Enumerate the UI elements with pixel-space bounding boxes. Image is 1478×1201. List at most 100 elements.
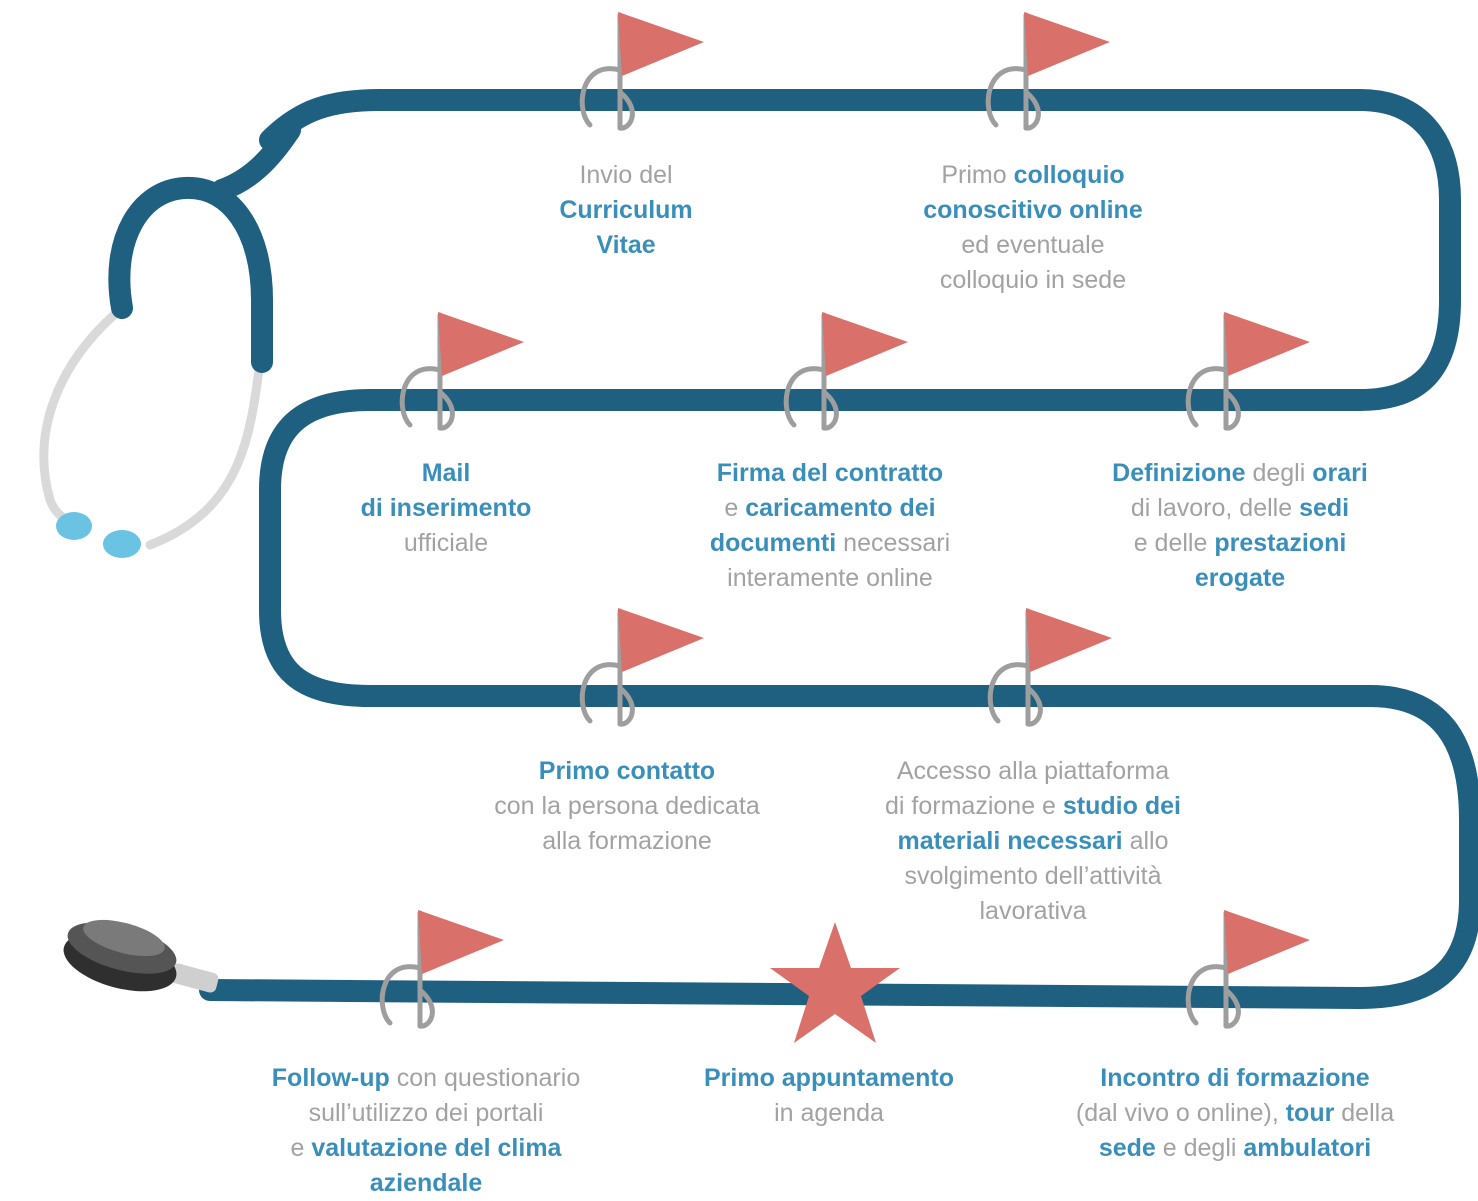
- step-line: sull’utilizzo dei portali: [226, 1096, 626, 1131]
- step-text: svolgimento dell’attività: [904, 862, 1162, 890]
- step-line: lavorativa: [850, 894, 1216, 929]
- step-line: svolgimento dell’attività: [850, 859, 1216, 894]
- step-line: Mail: [330, 456, 562, 491]
- step-text: della: [1334, 1099, 1395, 1127]
- step-text-bold: Definizione: [1112, 459, 1246, 487]
- step-text: in agenda: [774, 1099, 884, 1127]
- step-text-bold: ambulatori: [1243, 1134, 1372, 1162]
- step-line: di lavoro, delle sedi: [1070, 491, 1410, 526]
- step-text-bold: Primo appuntamento: [703, 1064, 954, 1092]
- step-line: Primo appuntamento: [670, 1061, 988, 1096]
- step-line: di formazione e studio dei: [850, 789, 1216, 824]
- step-text-bold: colloquio: [1013, 161, 1125, 189]
- step-text: ufficiale: [403, 529, 489, 557]
- step-line: (dal vivo o online), tour della: [1050, 1096, 1420, 1131]
- step-text: alla formazione: [542, 827, 712, 855]
- step-text: con questionario: [389, 1064, 581, 1092]
- step-line: Primo contatto: [460, 754, 794, 789]
- step-text-bold: di inserimento: [360, 494, 532, 522]
- step-line: in agenda: [670, 1096, 988, 1131]
- step-line: conoscitivo online: [880, 193, 1186, 228]
- step-text-bold: Mail: [421, 459, 471, 487]
- step-text: (dal vivo o online),: [1075, 1099, 1286, 1127]
- step-text-bold: Primo contatto: [538, 757, 716, 785]
- ear-tube-right: [145, 357, 265, 550]
- step-line: alla formazione: [460, 824, 794, 859]
- step-line: Firma del contratto: [670, 456, 990, 491]
- step-mail: Mail di inserimento ufficiale: [330, 456, 562, 561]
- step-appuntamento: Primo appuntamento in agenda: [670, 1061, 988, 1131]
- step-text: e delle: [1133, 529, 1215, 557]
- flag-icon: [987, 608, 1112, 727]
- step-text-bold: Follow-up: [271, 1064, 390, 1092]
- step-text-bold: materiali necessari: [897, 827, 1123, 855]
- step-line: con la persona dedicata: [460, 789, 794, 824]
- step-text-bold: orari: [1312, 459, 1368, 487]
- step-text: con la persona dedicata: [494, 792, 760, 820]
- step-line: di inserimento: [330, 491, 562, 526]
- step-text-bold: Curriculum: [559, 196, 693, 224]
- step-text-bold: valutazione del clima: [311, 1134, 562, 1162]
- step-line: Incontro di formazione: [1050, 1061, 1420, 1096]
- step-followup: Follow-up con questionario sull’utilizzo …: [226, 1061, 626, 1201]
- step-text: e: [724, 494, 746, 522]
- step-text: Invio del: [579, 161, 673, 189]
- step-line: Primo colloquio: [880, 158, 1186, 193]
- step-line: materiali necessari allo: [850, 824, 1216, 859]
- step-text: di lavoro, delle: [1130, 494, 1300, 522]
- step-line: Curriculum: [526, 193, 726, 228]
- flag-icon: [579, 12, 704, 131]
- step-text-bold: caricamento dei: [745, 494, 936, 522]
- step-line: sede e degli ambulatori: [1050, 1131, 1420, 1166]
- step-contatto: Primo contatto con la persona dedicata all…: [460, 754, 794, 859]
- step-text-bold: erogate: [1194, 564, 1286, 592]
- step-firma: Firma del contratto e caricamento dei docu…: [670, 456, 990, 596]
- step-line: Accesso alla piattaforma: [850, 754, 1216, 789]
- step-text-bold: studio dei: [1062, 792, 1181, 820]
- step-text: degli: [1245, 459, 1313, 487]
- step-accesso: Accesso alla piattaforma di formazione e …: [850, 754, 1216, 929]
- step-line: e delle prestazioni: [1070, 526, 1410, 561]
- step-line: colloquio in sede: [880, 263, 1186, 298]
- earpiece-left-icon: [56, 512, 92, 540]
- step-line: documenti necessari: [670, 526, 990, 561]
- step-text: Accesso alla piattaforma: [896, 757, 1170, 785]
- step-text-bold: Vitae: [596, 231, 656, 259]
- step-text-bold: tour: [1285, 1099, 1335, 1127]
- flag-icon: [783, 312, 908, 431]
- step-text: interamente online: [727, 564, 933, 592]
- step-text: necessari: [836, 529, 951, 557]
- step-text-bold: sede: [1098, 1134, 1156, 1162]
- binaural-tube: [108, 176, 273, 373]
- step-text-bold: conoscitivo online: [923, 196, 1143, 224]
- step-line: ed eventuale: [880, 228, 1186, 263]
- step-text-bold: documenti: [709, 529, 837, 557]
- step-incontro: Incontro di formazione(dal vivo o online…: [1050, 1061, 1420, 1166]
- flag-icon: [1185, 312, 1310, 431]
- step-text: e degli: [1155, 1134, 1244, 1162]
- step-text: sull’utilizzo dei portali: [308, 1099, 544, 1127]
- flag-icon: [379, 910, 504, 1029]
- step-line: aziendale: [226, 1166, 626, 1201]
- flag-icon: [399, 312, 524, 431]
- step-line: Invio del: [526, 158, 726, 193]
- step-text-bold: prestazioni: [1214, 529, 1347, 557]
- main-tube: [199, 89, 1478, 1009]
- step-text: allo: [1122, 827, 1169, 855]
- step-line: Vitae: [526, 228, 726, 263]
- flag-icon: [1185, 910, 1310, 1029]
- step-text: lavorativa: [979, 897, 1087, 925]
- earpiece-right-icon: [103, 530, 141, 558]
- step-line: erogate: [1070, 561, 1410, 596]
- step-text-bold: sedi: [1299, 494, 1350, 522]
- step-line: Definizione degli orari: [1070, 456, 1410, 491]
- step-colloquio: Primo colloquio conoscitivo online ed even…: [880, 158, 1186, 298]
- step-line: e valutazione del clima: [226, 1131, 626, 1166]
- step-text: Primo: [941, 161, 1014, 189]
- step-text-bold: aziendale: [369, 1169, 483, 1197]
- flag-icon: [985, 12, 1110, 131]
- step-text: ed eventuale: [961, 231, 1105, 259]
- step-text-bold: Firma del contratto: [716, 459, 944, 487]
